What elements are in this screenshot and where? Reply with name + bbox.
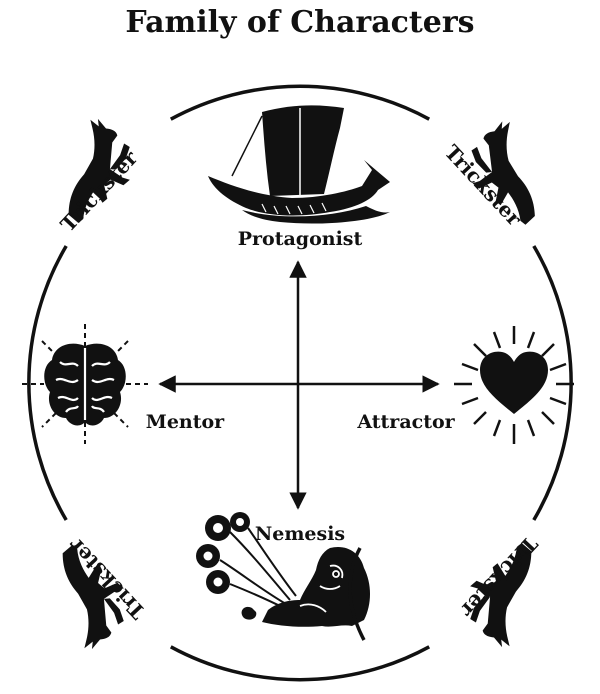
heart-icon [454,326,574,444]
protagonist-label: Protagonist [238,228,363,250]
mentor-label: Mentor [146,411,225,433]
trickster-bottom-right: Trickster [454,532,570,655]
brain-icon [22,324,148,444]
trickster-top-right: Trickster [440,114,572,231]
attractor-label: Attractor [356,411,455,433]
nemesis-label: Nemesis [255,523,345,545]
sailing-ship-icon [208,105,390,224]
trickster-bottom-left: Trickster [24,533,150,657]
axes [158,260,440,510]
trickster-top-left: Trickster [30,111,146,236]
diagram-title: Family of Characters [125,5,474,40]
character-circle [27,84,573,682]
wind-spirit-icon [196,512,370,641]
